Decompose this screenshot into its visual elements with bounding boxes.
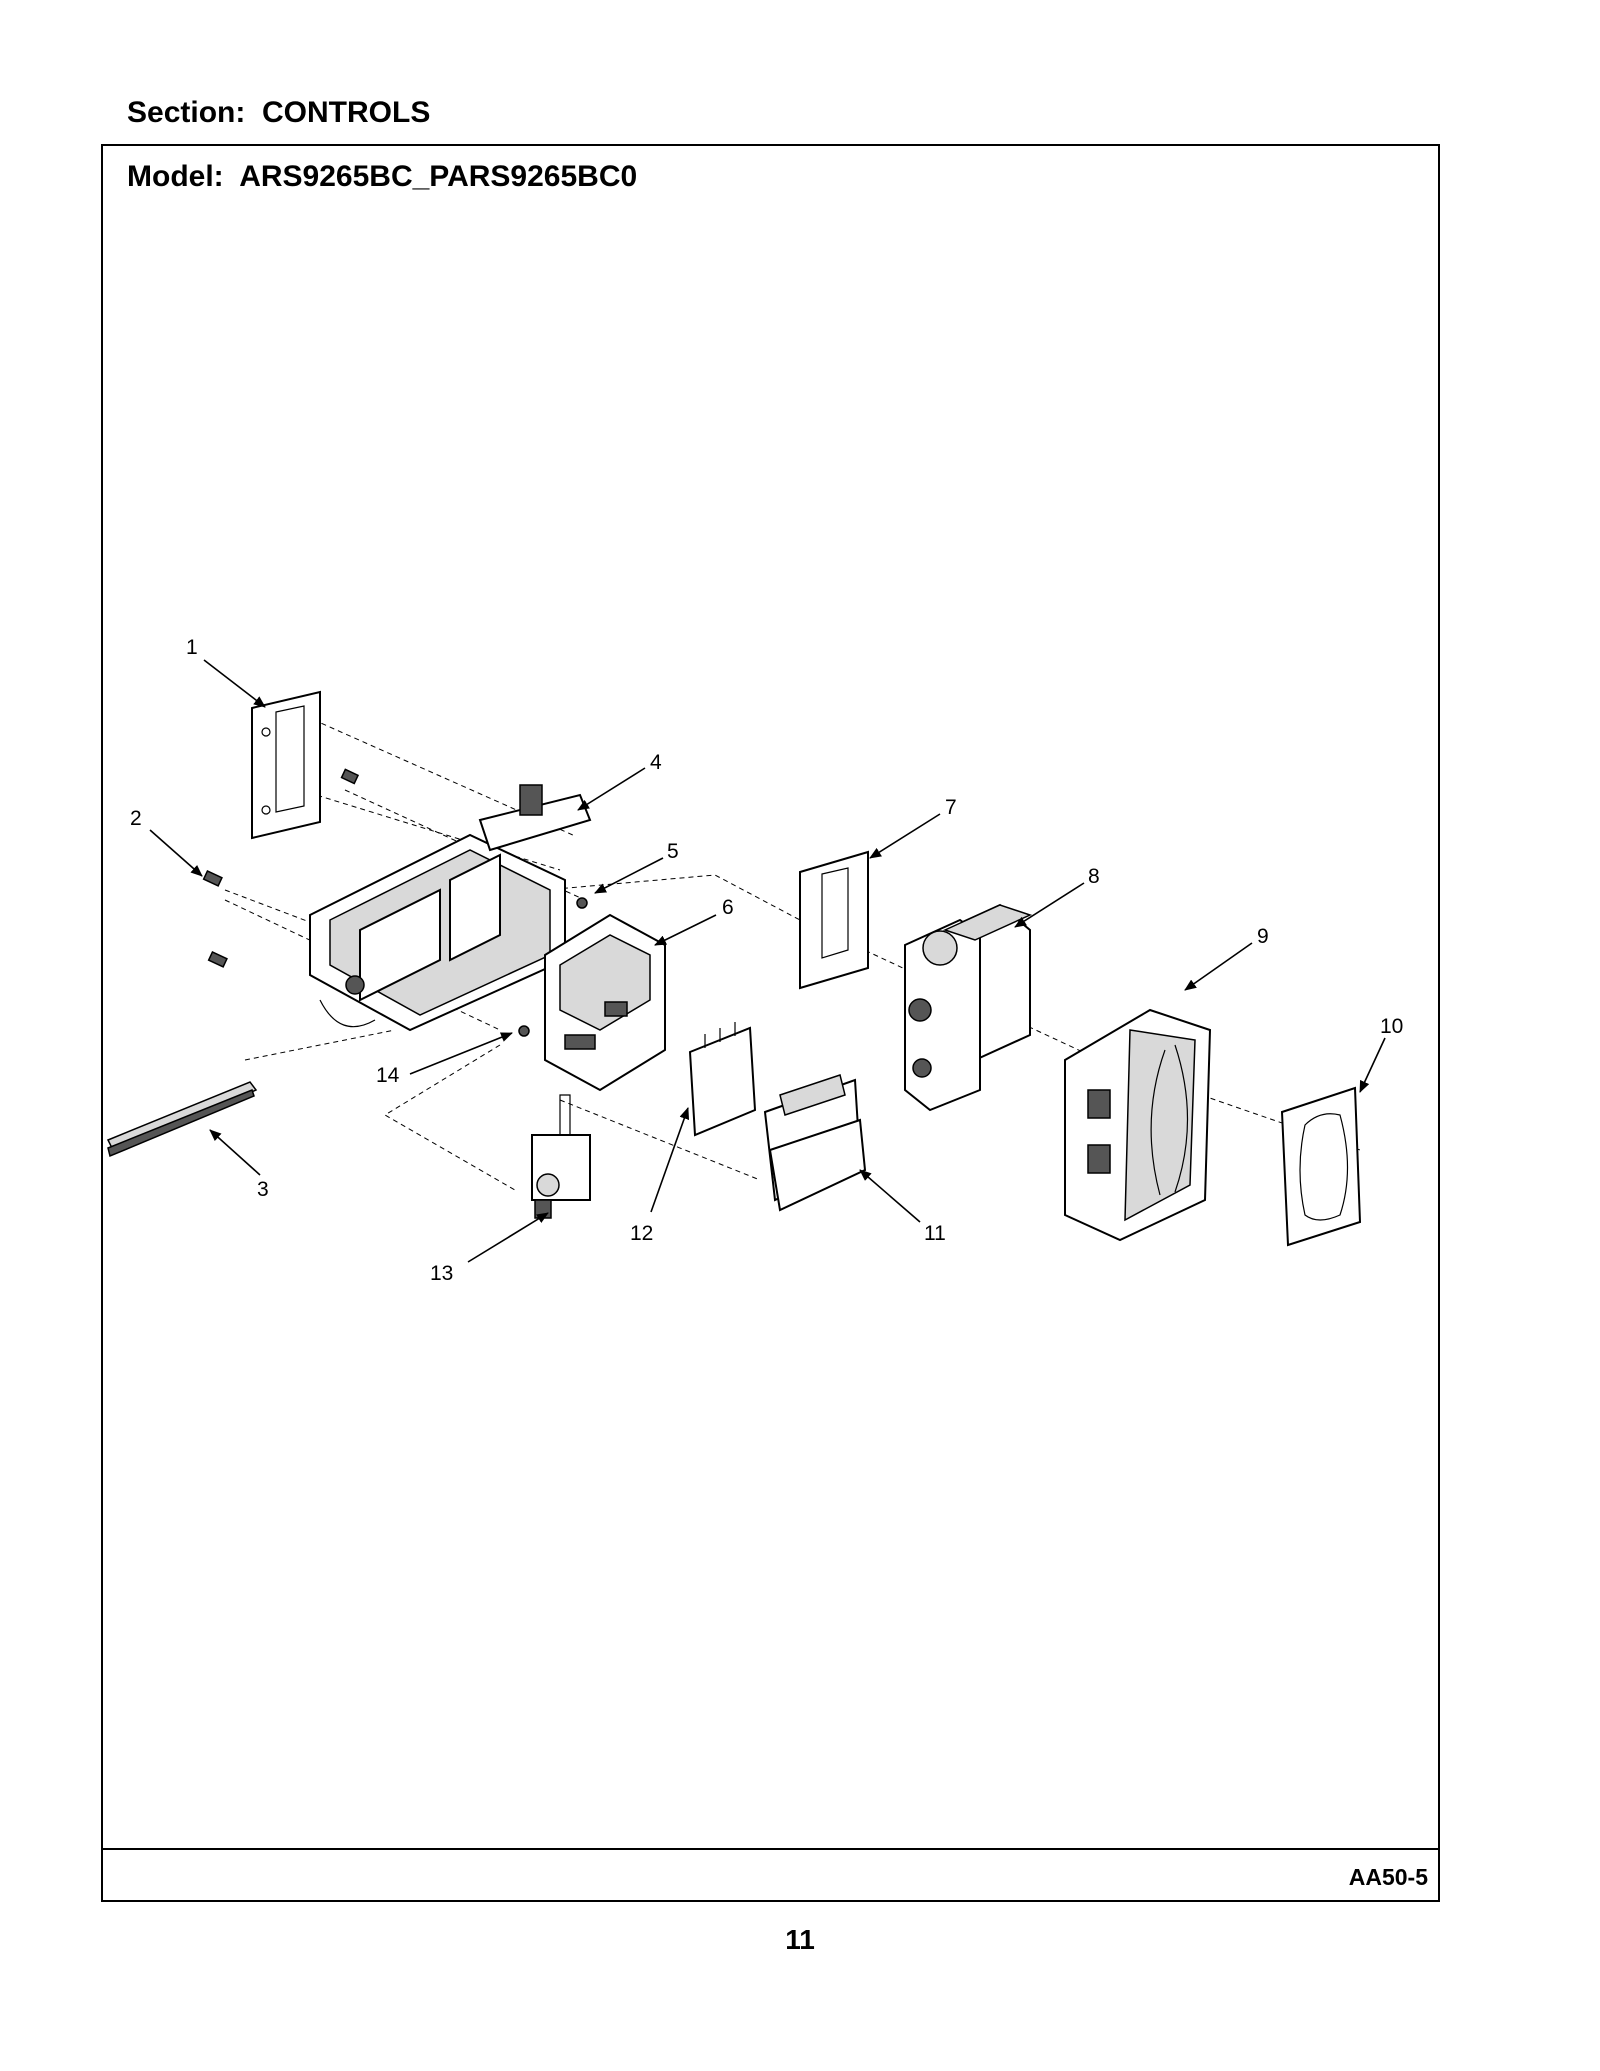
part-10-bezel (1280, 1086, 1362, 1247)
part-11-board (763, 1074, 867, 1212)
model-heading: Model: ARS9265BC_PARS9265BC0 (127, 160, 638, 193)
part-5-screw (576, 897, 588, 909)
part-3-rail (106, 1081, 258, 1158)
callout-7: 7 (945, 796, 957, 819)
callout-10: 10 (1380, 1015, 1403, 1038)
callout-1: 1 (186, 636, 198, 659)
callout-11: 11 (924, 1222, 946, 1245)
callout-9: 9 (1257, 925, 1269, 948)
part-8-thermostat (904, 903, 1033, 1112)
callout-13: 13 (430, 1262, 453, 1285)
page-number: 11 (785, 1924, 815, 1955)
callout-labels: 1 2 3 4 5 6 7 8 9 10 11 12 13 14 (130, 636, 1403, 1285)
part-1-gasket (251, 690, 321, 840)
part-2-screws (202, 768, 360, 968)
section-heading: Section: CONTROLS (127, 96, 431, 129)
callout-5: 5 (667, 840, 679, 863)
callout-12: 12 (630, 1222, 653, 1245)
part-6-bracket (544, 913, 666, 1092)
callout-4: 4 (650, 751, 662, 774)
callout-6: 6 (722, 896, 734, 919)
callout-2: 2 (130, 807, 142, 830)
callout-14: 14 (376, 1064, 400, 1087)
diagram-frame (101, 144, 1440, 1902)
part-9-control-housing (1064, 1008, 1212, 1242)
leader-lines (149, 659, 1386, 1263)
footer-divider (101, 1848, 1440, 1850)
part-13-valve (531, 1094, 591, 1219)
callout-8: 8 (1088, 865, 1100, 888)
diagram-code: AA50-5 (1348, 1864, 1428, 1890)
part-4-housing (309, 784, 592, 1032)
part-14-screw (518, 1025, 530, 1037)
callout-3: 3 (257, 1178, 269, 1201)
part-12-switch (688, 1022, 757, 1137)
part-7-gasket (799, 850, 869, 990)
